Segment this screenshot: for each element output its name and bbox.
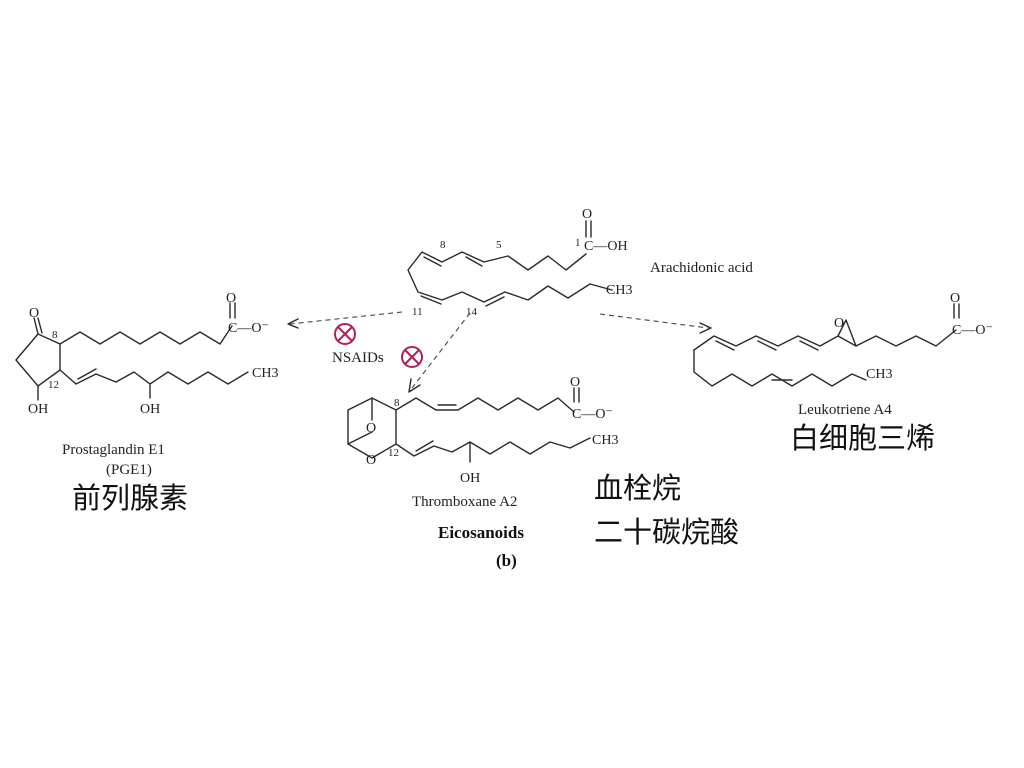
- txa2-bridge-2: [347, 431, 373, 445]
- arrow-to-leukotriene: [599, 313, 709, 329]
- arachidonic-acid-structure: O C—OH CH3 1 5 8 11 14 Arachidonic acid: [407, 207, 753, 318]
- caption-title: Eicosanoids: [438, 523, 524, 542]
- lta4-double-bond-1: [715, 340, 735, 351]
- lta4-epoxide-ring: [837, 319, 857, 347]
- arachidonic-double-bond-5: [465, 256, 483, 267]
- txa2-pos-8: 8: [394, 397, 400, 409]
- caption-chinese: 二十碳烷酸: [594, 515, 739, 549]
- txa2-lower-chain: [395, 437, 591, 463]
- pge1-carboxylate-o: O: [226, 291, 236, 306]
- arachidonic-pos-14: 14: [466, 306, 478, 318]
- txa2-upper-chain: [395, 397, 575, 413]
- lta4-methyl: CH3: [866, 367, 892, 382]
- arrow-to-prostaglandin-head: [287, 318, 299, 329]
- nsaids-label: NSAIDs: [332, 350, 384, 366]
- pge1-abbr: (PGE1): [106, 462, 152, 478]
- arachidonic-methyl: CH3: [606, 283, 632, 298]
- arrow-to-prostaglandin: [289, 311, 403, 325]
- txa2-trans-double-bond: [415, 440, 434, 452]
- arachidonic-acid-group: C—OH: [584, 239, 628, 254]
- lta4-double-bond-2: [757, 340, 777, 351]
- pge1-upper-chain: [59, 325, 233, 345]
- inhibitor-x-2b: [404, 349, 420, 365]
- arachidonic-pos-11: 11: [412, 306, 423, 318]
- arrow-to-leukotriene-head: [699, 322, 712, 334]
- pge1-pos-12: 12: [48, 379, 59, 391]
- lta4-lower-chain: [693, 349, 867, 387]
- txa2-name: Thromboxane A2: [412, 494, 517, 510]
- txa2-ring-o-1: O: [366, 421, 376, 436]
- lta4-carboxylate: C—O⁻: [952, 323, 993, 338]
- txa2-methyl: CH3: [592, 433, 618, 448]
- txa2-hydroxyl: OH: [460, 471, 480, 486]
- pge1-chinese-name: 前列腺素: [72, 481, 188, 515]
- pge1-hydroxyl-1: OH: [28, 402, 48, 417]
- arachidonic-pos-8: 8: [440, 239, 446, 251]
- pge1-lower-chain: [59, 369, 249, 399]
- pge1-pos-8: 8: [52, 329, 58, 341]
- txa2-chinese-name: 血栓烷: [594, 471, 681, 505]
- nsaids-inhibition: NSAIDs: [332, 323, 423, 368]
- arachidonic-double-bond-8: [423, 256, 442, 267]
- pge1-methyl: CH3: [252, 366, 278, 381]
- arachidonic-pos-1: 1: [575, 237, 581, 249]
- txa2-ring-o-2: O: [366, 453, 376, 468]
- inhibitor-x-1b: [337, 326, 353, 342]
- pge1-ketone-bond-2: [37, 317, 43, 334]
- pathway-arrows: [287, 311, 712, 393]
- arachidonic-double-bond-14: [485, 296, 505, 307]
- arachidonic-ch2-to-c1: [565, 253, 587, 271]
- pge1-hydroxyl-2: OH: [140, 402, 160, 417]
- pge1-trans-double-bond: [77, 368, 97, 380]
- arachidonic-double-bond-11: [420, 295, 442, 305]
- pge1-carboxylate: C—O⁻: [228, 321, 269, 336]
- arachidonic-pos-5: 5: [496, 239, 502, 251]
- leukotriene-structure: O O C—O⁻ CH3 Leukotriene A4 白细胞三烯: [693, 291, 993, 455]
- arachidonic-carbonyl-o: O: [582, 207, 592, 222]
- figure-caption: Eicosanoids (b) 二十碳烷酸: [438, 515, 739, 570]
- prostaglandin-structure: O O C—O⁻ OH OH CH3 8 12 Prostaglandin E1…: [15, 291, 278, 515]
- lta4-name: Leukotriene A4: [798, 402, 892, 418]
- thromboxane-structure: O O O C—O⁻ CH3 OH 8 12 Thromboxane A2 血栓…: [347, 375, 681, 510]
- arachidonic-upper-chain: [407, 251, 613, 303]
- lta4-carboxylate-o: O: [950, 291, 960, 306]
- caption-panel: (b): [496, 551, 517, 570]
- pge1-ketone-o: O: [29, 306, 39, 321]
- txa2-carboxylate-o: O: [570, 375, 580, 390]
- lta4-double-bond-3: [799, 340, 819, 351]
- lta4-chinese-name: 白细胞三烯: [790, 421, 935, 455]
- lta4-upper-chain: [693, 329, 957, 351]
- lta4-epoxide-o: O: [834, 316, 844, 331]
- arachidonic-acid-label: Arachidonic acid: [650, 260, 753, 276]
- arrow-to-thromboxane: [411, 312, 471, 389]
- arrow-to-thromboxane-head: [408, 378, 421, 393]
- txa2-pos-12: 12: [388, 447, 399, 459]
- pge1-ketone-bond: [33, 317, 39, 335]
- pge1-cyclopentane-ring: [15, 333, 61, 387]
- txa2-carboxylate: C—O⁻: [572, 407, 613, 422]
- pge1-name: Prostaglandin E1: [62, 442, 165, 458]
